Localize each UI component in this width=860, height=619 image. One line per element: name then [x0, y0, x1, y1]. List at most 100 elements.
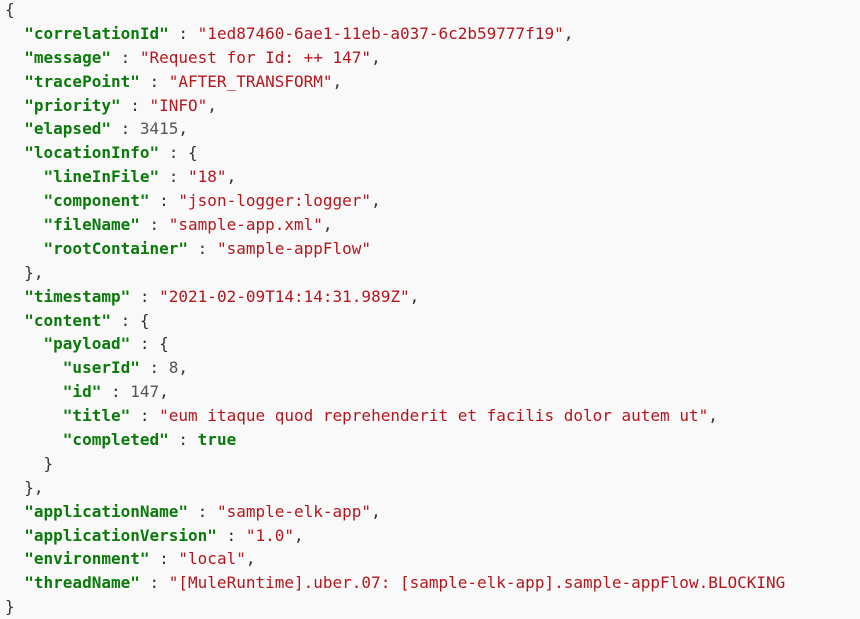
json-key: "userId" — [62, 358, 140, 378]
code-line: "tracePoint" : "AFTER_TRANSFORM", — [5, 70, 785, 94]
separator: : — [159, 167, 189, 187]
json-key: "applicationVersion" — [24, 525, 217, 545]
comma: , — [226, 167, 237, 187]
separator: : — [110, 47, 140, 67]
json-value: "AFTER_TRANSFORM" — [168, 71, 333, 91]
comma: , — [159, 382, 169, 402]
separator: : — [139, 71, 169, 91]
comma: , — [207, 95, 217, 115]
json-key: "component" — [43, 191, 150, 211]
code-line: }, — [5, 261, 785, 285]
separator: : — [168, 23, 198, 43]
json-value: "18" — [188, 167, 227, 187]
json-value: "1ed87460-6ae1-11eb-a037-6c2b59777f19" — [197, 23, 564, 43]
json-value: 8 — [168, 358, 179, 378]
separator: : — [130, 286, 160, 306]
code-line: }, — [5, 476, 785, 500]
code-line: "lineInFile" : "18", — [5, 165, 785, 189]
json-value: "Request for Id: ++ 147" — [139, 47, 372, 67]
separator: : — [139, 215, 169, 235]
code-line: "correlationId" : "1ed87460-6ae1-11eb-a0… — [5, 22, 785, 46]
json-key: "payload" — [43, 334, 131, 354]
json-value: "local" — [178, 549, 246, 569]
json-value: "2021-02-09T14:14:31.989Z" — [159, 286, 410, 306]
separator: : — [139, 573, 169, 593]
comma: , — [371, 501, 381, 521]
code-line: } — [5, 452, 785, 476]
json-key: "lineInFile" — [43, 167, 160, 187]
json-key: "message" — [24, 47, 111, 67]
comma: , — [563, 23, 574, 43]
comma: , — [178, 358, 189, 378]
separator: : — [130, 406, 160, 426]
code-line: "message" : "Request for Id: ++ 147", — [5, 46, 785, 70]
separator: : — [216, 525, 246, 545]
json-value: 147 — [130, 382, 160, 402]
json-key: "applicationName" — [24, 501, 189, 521]
comma: , — [294, 525, 304, 545]
json-value: { — [159, 334, 169, 354]
code-line: "environment" : "local", — [5, 547, 785, 571]
code-line: "rootContainer" : "sample-appFlow" — [5, 237, 785, 261]
comma: , — [245, 549, 256, 569]
code-line: { — [5, 0, 785, 22]
comma: , — [322, 215, 333, 235]
json-value: "sample-elk-app" — [216, 501, 372, 521]
code-line: "userId" : 8, — [5, 356, 785, 380]
code-line: "completed" : true — [5, 428, 785, 452]
json-value: "sample-appFlow" — [216, 238, 372, 258]
json-key: "fileName" — [43, 215, 140, 235]
json-value: { — [139, 310, 150, 330]
comma: , — [371, 191, 381, 211]
json-key: "environment" — [24, 549, 150, 569]
code-line: "component" : "json-logger:logger", — [5, 189, 785, 213]
code-line: "applicationName" : "sample-elk-app", — [5, 500, 785, 524]
json-value: "[MuleRuntime].uber.07: [sample-elk-app]… — [168, 573, 786, 593]
separator: : — [139, 358, 169, 378]
json-value: "sample-app.xml" — [168, 215, 323, 235]
code-line: "title" : "eum itaque quod reprehenderit… — [5, 404, 785, 428]
code-line: "fileName" : "sample-app.xml", — [5, 213, 785, 237]
code-line: "id" : 147, — [5, 380, 785, 404]
separator: : — [149, 549, 179, 569]
json-key: "locationInfo" — [24, 143, 160, 163]
json-value: "json-logger:logger" — [178, 191, 372, 211]
json-value: "1.0" — [245, 525, 294, 545]
brace: }, — [24, 477, 44, 497]
code-line: "threadName" : "[MuleRuntime].uber.07: [… — [5, 571, 785, 595]
code-line: "payload" : { — [5, 332, 785, 356]
comma: , — [371, 47, 381, 67]
brace: } — [43, 453, 54, 473]
code-line: "priority" : "INFO", — [5, 94, 785, 118]
separator: : — [149, 191, 179, 211]
json-key: "timestamp" — [24, 286, 131, 306]
code-line: } — [5, 595, 785, 619]
json-key: "tracePoint" — [24, 71, 140, 91]
comma: , — [409, 286, 420, 306]
comma: , — [178, 119, 189, 139]
json-key: "rootContainer" — [43, 238, 189, 258]
separator: : — [130, 334, 160, 354]
separator: : — [159, 143, 189, 163]
json-value: 3415 — [139, 119, 179, 139]
code-line: "elapsed" : 3415, — [5, 117, 785, 141]
json-key: "correlationId" — [24, 23, 169, 43]
json-key: "title" — [62, 406, 131, 426]
json-code-view: { "correlationId" : "1ed87460-6ae1-11eb-… — [5, 0, 785, 619]
json-value: true — [197, 430, 237, 450]
json-key: "threadName" — [24, 573, 140, 593]
brace: { — [5, 0, 15, 19]
json-value: { — [188, 143, 198, 163]
separator: : — [120, 95, 150, 115]
json-key: "elapsed" — [24, 119, 111, 139]
code-line: "content" : { — [5, 309, 785, 333]
comma: , — [332, 71, 343, 91]
json-key: "completed" — [62, 430, 169, 450]
brace: } — [5, 597, 15, 617]
separator: : — [188, 238, 217, 258]
separator: : — [168, 430, 198, 450]
separator: : — [101, 382, 131, 402]
separator: : — [110, 310, 140, 330]
brace: }, — [24, 262, 44, 282]
json-value: "INFO" — [149, 95, 208, 115]
